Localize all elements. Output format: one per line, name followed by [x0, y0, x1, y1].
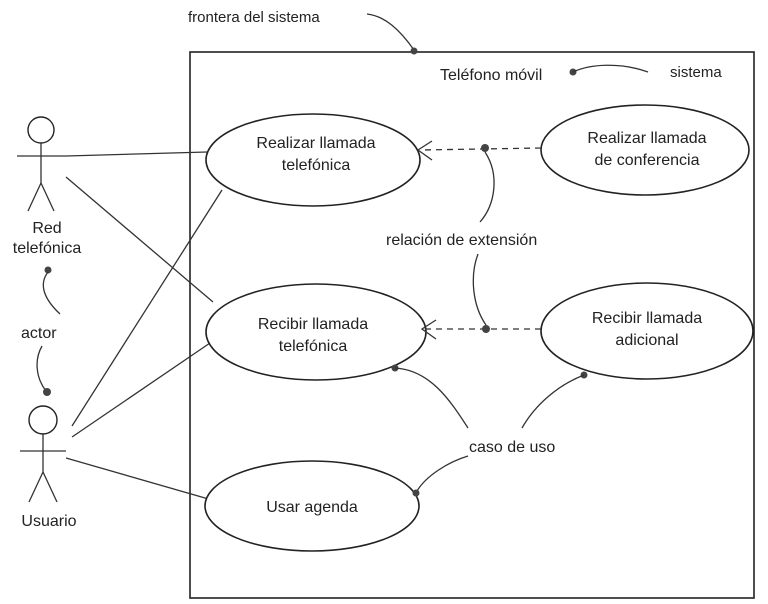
actor-usuario-leg-left — [28, 471, 44, 503]
actor-red-telefonica — [17, 116, 66, 212]
system-boundary — [189, 51, 755, 599]
actor-red-leg-right — [40, 182, 55, 212]
assoc-usuario-agenda — [65, 457, 213, 501]
use-case-llamada-adicional-line2: adicional — [615, 332, 678, 349]
actor-red-name-line1: Red — [32, 220, 61, 237]
use-case-llamada-adicional-line1: Recibir llamada — [592, 310, 702, 327]
boundary-pointer — [366, 13, 415, 51]
actor-annotation: actor — [21, 325, 57, 342]
use-case-realizar-llamada-line2: telefónica — [282, 157, 351, 174]
use-case-realizar-llamada-line1: Realizar llamada — [256, 135, 375, 152]
actor-usuario-name: Usuario — [21, 513, 76, 530]
system-label: sistema — [670, 64, 722, 81]
usecase-pointer-recibir — [394, 367, 469, 429]
use-case-llamada-conferencia — [540, 104, 750, 196]
actor-usuario-leg-right — [42, 471, 58, 503]
actor-pointer-dot-bottom — [43, 388, 51, 396]
extend-point-top — [481, 144, 489, 152]
actor-pointer-bottom — [36, 345, 47, 392]
system-pointer — [572, 64, 649, 73]
extension-pointer-bottom — [472, 253, 487, 326]
use-case-realizar-llamada — [205, 113, 421, 207]
boundary-pointer-dot — [410, 47, 418, 55]
extension-pointer-top — [479, 151, 495, 223]
assoc-usuario-realizar — [71, 189, 223, 427]
actor-red-name-line2: telefónica — [13, 240, 82, 257]
use-case-recibir-llamada-line2: telefónica — [279, 338, 348, 355]
use-case-recibir-llamada-line1: Recibir llamada — [258, 316, 368, 333]
usecase-pointer-adicional — [521, 374, 585, 429]
assoc-red-realizar — [65, 151, 208, 157]
usecase-pointer-agenda — [416, 455, 469, 492]
use-case-usar-agenda — [204, 460, 420, 552]
actor-red-leg-left — [27, 182, 42, 212]
actor-usuario — [20, 405, 66, 503]
actor-pointer-dot-top — [44, 266, 52, 274]
use-case-llamada-adicional — [540, 282, 754, 380]
extend-point-bottom — [482, 325, 490, 333]
system-name: Teléfono móvil — [440, 67, 542, 84]
extension-annotation: relación de extensión — [386, 232, 537, 249]
actor-pointer-top — [42, 271, 61, 315]
use-case-llamada-conferencia-line1: Realizar llamada — [587, 130, 706, 147]
extend-arrowhead-top — [416, 140, 433, 161]
actor-red-head — [27, 116, 55, 144]
use-case-llamada-conferencia-line2: de conferencia — [595, 152, 700, 169]
extend-arrowhead-bottom — [420, 319, 437, 340]
assoc-usuario-recibir — [71, 342, 211, 438]
assoc-red-recibir — [65, 176, 214, 303]
usecase-pointer-dot-agenda — [412, 489, 420, 497]
boundary-label: frontera del sistema — [188, 9, 320, 26]
use-case-usar-agenda-label: Usar agenda — [266, 499, 358, 516]
actor-usuario-head — [28, 405, 58, 435]
use-case-annotation: caso de uso — [469, 439, 555, 456]
extend-conferencia-realizar — [419, 147, 542, 151]
